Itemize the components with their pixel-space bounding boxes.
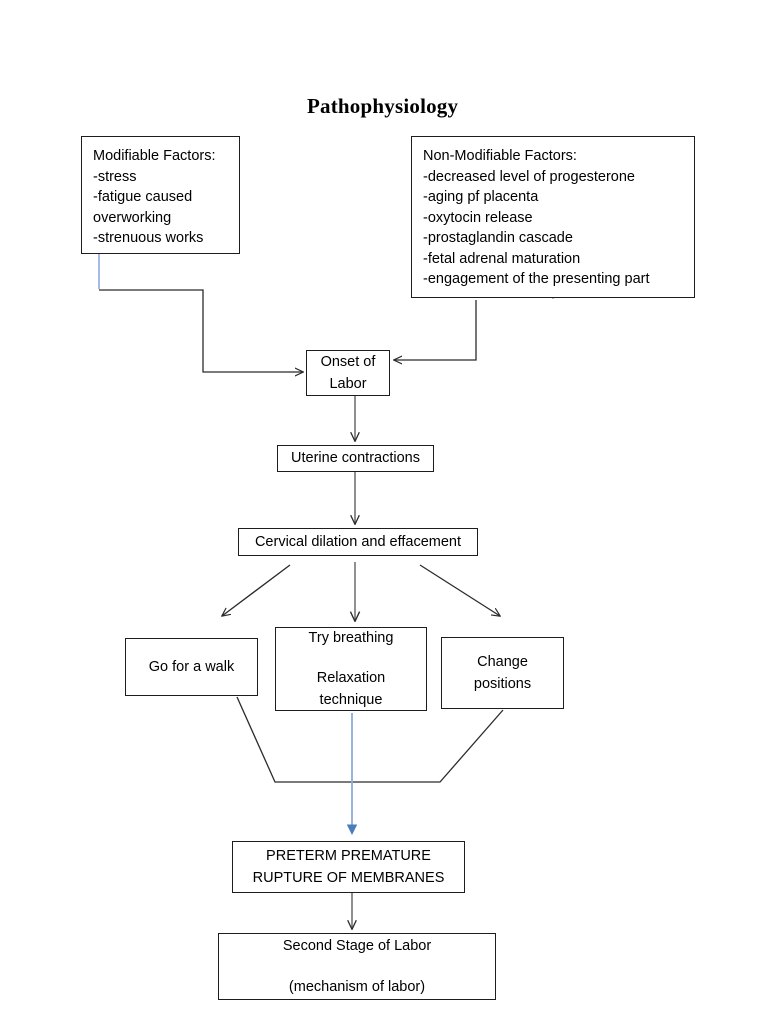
breathing-line-2: technique [319,691,383,708]
edge-nonmodifiable-to-onset [394,300,477,360]
breathing-line-1: Relaxation [316,670,386,687]
node-modifiable-factors[interactable]: Modifiable Factors: -stress -fatigue cau… [81,136,240,254]
walk-line-0: Go for a walk [148,658,235,675]
positions-line-0: Change [477,653,528,670]
cervical-line-0: Cervical dilation and effacement [254,533,462,550]
pprom-line-1: RUPTURE OF MEMBRANES [252,869,445,886]
pprom-line-0: PRETERM PREMATURE [266,847,431,864]
breathing-line-0: Try breathing [308,629,394,646]
non-modifiable-line-4: -prostaglandin cascade [423,230,573,247]
page-title: Pathophysiology [307,94,459,118]
modifiable-line-2: -fatigue caused [93,189,193,206]
non-modifiable-line-5: -fetal adrenal maturation [423,250,581,267]
uterine-line-0: Uterine contractions [291,450,420,467]
node-pprom[interactable]: PRETERM PREMATURE RUPTURE OF MEMBRANES [232,841,465,893]
onset-line-0: Onset of [320,353,376,370]
node-second-stage-of-labor[interactable]: Second Stage of Labor (mechanism of labo… [218,933,496,1000]
node-try-breathing[interactable]: Try breathing Relaxation technique [275,627,427,711]
modifiable-line-4: -strenuous works [93,230,204,247]
modifiable-line-3: overworking [93,209,172,226]
positions-line-1: positions [473,675,532,692]
modifiable-line-0: Modifiable Factors: [93,148,216,164]
node-change-positions[interactable]: Change positions [441,637,564,709]
non-modifiable-line-2: -aging pf placenta [423,189,539,206]
node-onset-of-labor[interactable]: Onset of Labor [306,350,390,396]
node-uterine-contractions[interactable]: Uterine contractions [277,445,434,472]
node-non-modifiable-factors[interactable]: Non-Modifiable Factors: -decreased level… [411,136,695,298]
edge-modifiable-to-onset [99,289,303,372]
second-stage-line-0: Second Stage of Labor [282,937,432,954]
non-modifiable-line-1: -decreased level of progesterone [423,168,635,185]
second-stage-line-1: (mechanism of labor) [288,978,426,995]
non-modifiable-line-3: -oxytocin release [423,209,533,226]
edge-cervical-to-positions [419,564,500,616]
edge-cervical-to-walk [222,564,291,616]
non-modifiable-line-0: Non-Modifiable Factors: [423,148,577,164]
non-modifiable-line-6: -engagement of the presenting part [423,271,650,288]
node-go-for-a-walk[interactable]: Go for a walk [125,638,258,696]
modifiable-line-1: -stress [93,168,137,185]
node-cervical-dilation[interactable]: Cervical dilation and effacement [238,528,478,556]
onset-line-1: Labor [329,375,367,392]
